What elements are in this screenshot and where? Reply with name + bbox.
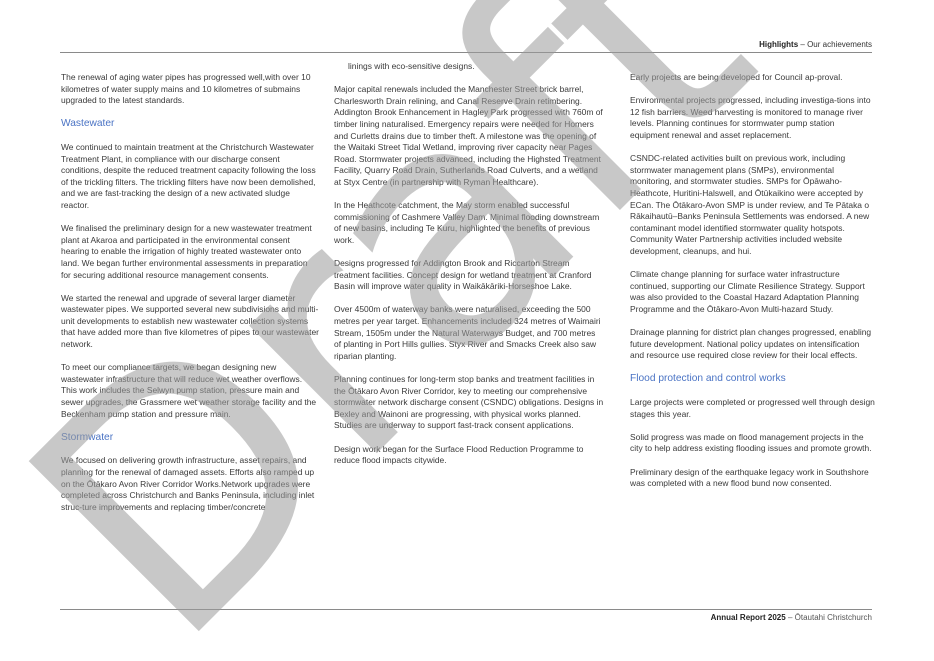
section-heading-stormwater: Stormwater xyxy=(61,431,114,443)
section-heading-wastewater: Wastewater xyxy=(61,118,115,130)
paragraph: Climate change planning for surface wate… xyxy=(630,269,865,314)
footer-report-title: Annual Report 2025 xyxy=(710,613,786,622)
footer-separator: – xyxy=(785,613,795,622)
footer-rule xyxy=(60,609,872,610)
paragraph: CSNDC-related activities built on previo… xyxy=(630,153,870,256)
column-3: Early projects are being developed for C… xyxy=(630,72,875,501)
paragraph: Environmental projects progressed, inclu… xyxy=(630,95,871,140)
paragraph: We focused on delivering growth infrastr… xyxy=(61,455,315,512)
paragraph: Early projects are being developed for C… xyxy=(630,72,843,82)
paragraph: Large projects were completed or progres… xyxy=(630,397,875,419)
column-1: The renewal of aging water pipes has pro… xyxy=(61,72,319,525)
paragraph: Design work began for the Surface Flood … xyxy=(334,443,584,466)
paragraph: Preliminary design of the earthquake leg… xyxy=(630,466,869,489)
section-heading-flood-protection: Flood protection and control works xyxy=(630,373,786,385)
paragraph: We continued to maintain treatment at th… xyxy=(61,141,316,210)
header-section-title: Highlights xyxy=(759,40,799,49)
running-header: Highlights – Our achievements xyxy=(759,40,872,49)
header-section-subtitle: Our achievements xyxy=(807,40,872,49)
paragraph: To meet our compliance targets, we began… xyxy=(61,362,317,419)
header-rule xyxy=(60,52,872,53)
paragraph: The renewal of aging water pipes has pro… xyxy=(61,72,311,106)
column-2: linings with eco-sensitive designs. Majo… xyxy=(334,61,604,478)
running-footer: Annual Report 2025 – Ōtautahi Christchur… xyxy=(711,613,872,622)
paragraph: Drainage planning for district plan chan… xyxy=(630,327,872,361)
paragraph: Over 4500m of waterway banks were natura… xyxy=(334,304,601,361)
paragraph: Major capital renewals included the Manc… xyxy=(334,84,603,187)
footer-place: Ōtautahi Christchurch xyxy=(794,613,872,622)
paragraph: linings with eco-sensitive designs. xyxy=(348,61,475,71)
paragraph: In the Heathcote catchment, the May stor… xyxy=(334,200,600,245)
header-separator: – xyxy=(798,40,808,49)
paragraph: Planning continues for long-term stop ba… xyxy=(334,374,604,431)
paragraph: Solid progress was made on flood managem… xyxy=(630,431,872,454)
paragraph: Designs progressed for Addington Brook a… xyxy=(334,258,592,292)
paragraph: We finalised the preliminary design for … xyxy=(61,223,312,280)
paragraph: We started the renewal and upgrade of se… xyxy=(61,292,319,350)
